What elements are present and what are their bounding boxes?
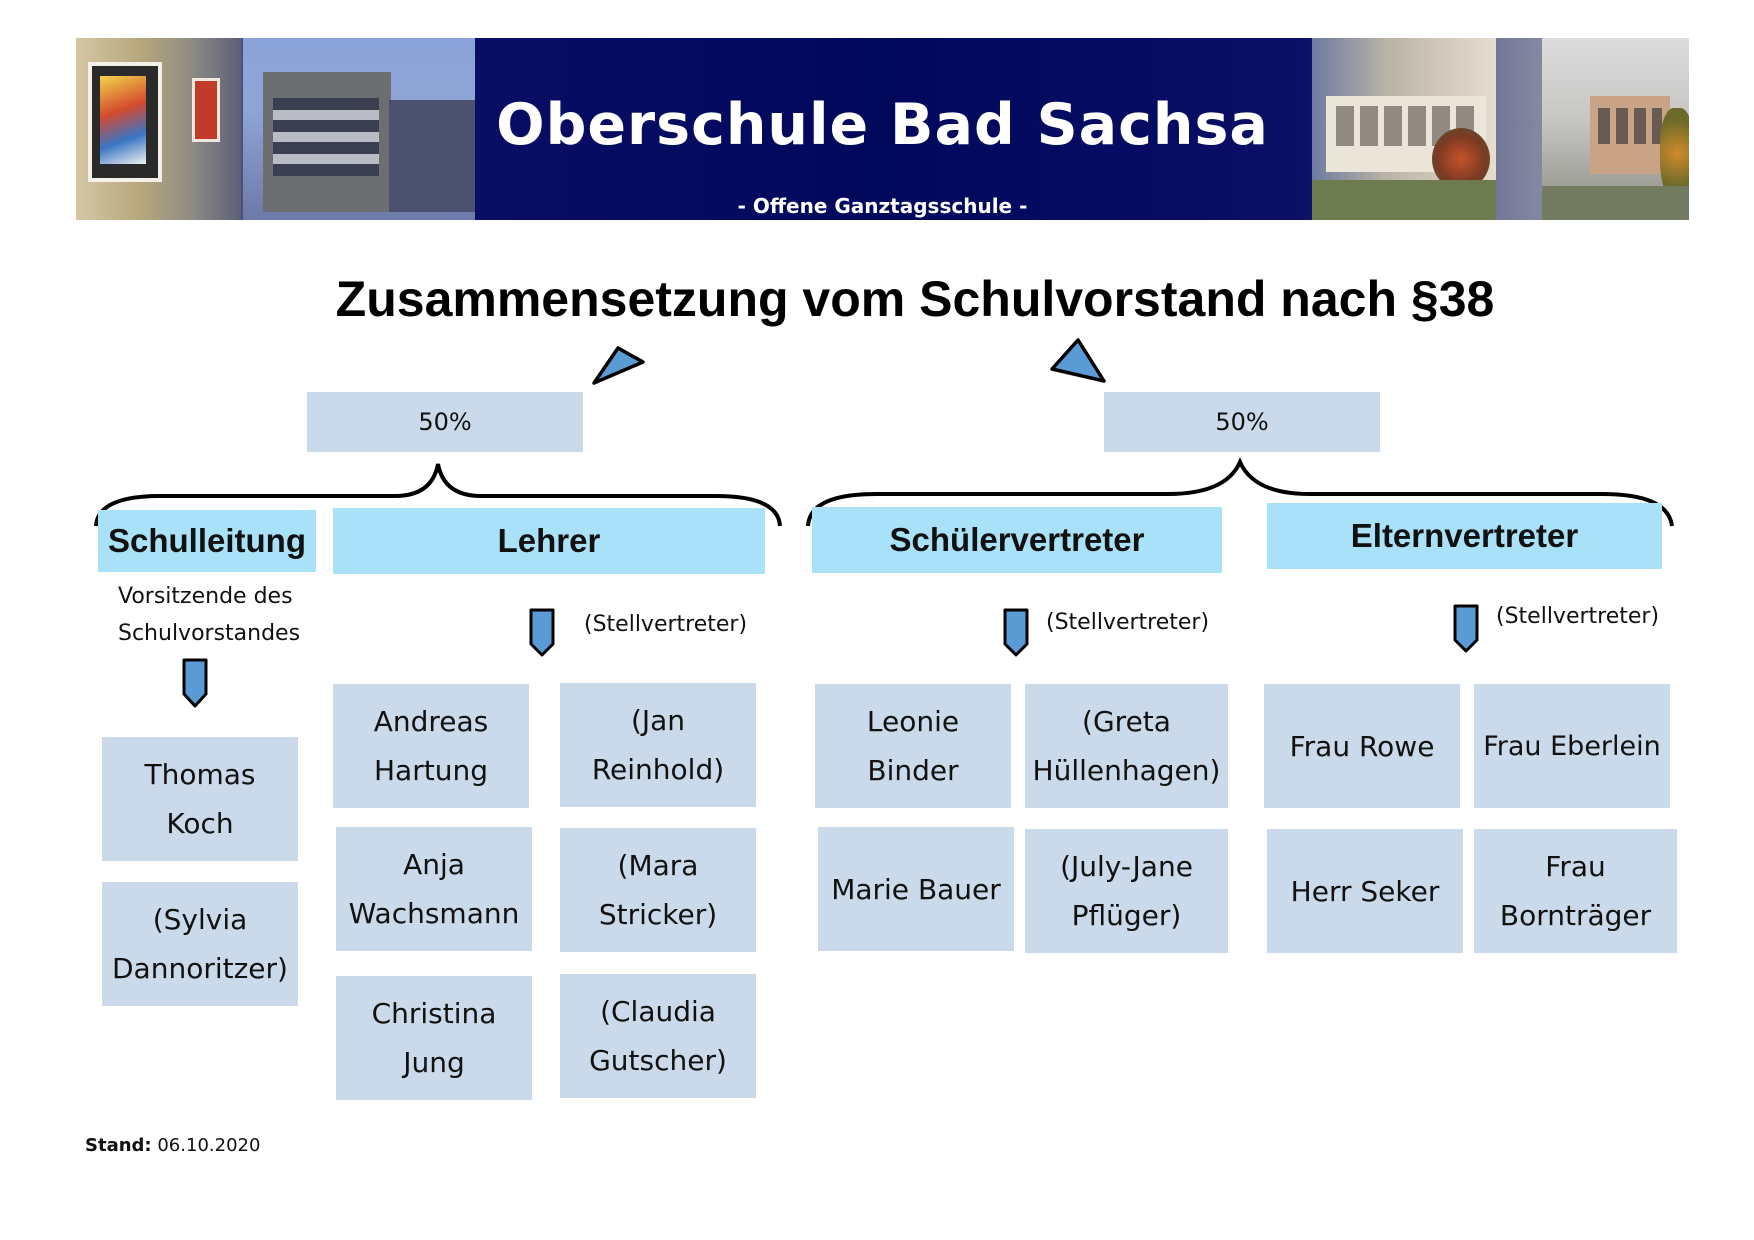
deputy-name-line: Gutscher) bbox=[589, 1044, 727, 1077]
chair-note-line2: Schulvorstandes bbox=[118, 621, 301, 646]
status-date-label: Stand: bbox=[85, 1135, 152, 1156]
deputy-name-line: Pflüger) bbox=[1071, 899, 1182, 932]
deputy-name-line: Frau Eberlein bbox=[1483, 730, 1661, 762]
deputy-name-line: Hüllenhagen) bbox=[1032, 754, 1221, 787]
banner-subtitle: - Offene Ganztagsschule - bbox=[737, 194, 1028, 218]
deputy-name-line: Frau bbox=[1545, 850, 1606, 883]
deputy-name-line: (Jan bbox=[630, 704, 686, 737]
member-box: Frau Rowe bbox=[1264, 684, 1460, 808]
deputy-label-schueler: (Stellvertreter) bbox=[1046, 610, 1210, 635]
member-box: Herr Seker bbox=[1267, 829, 1463, 953]
member-name-line: Hartung bbox=[374, 754, 488, 787]
deputy-label-lehrer: (Stellvertreter) bbox=[584, 612, 748, 637]
school-building-photo bbox=[243, 38, 475, 220]
member-name-line: Herr Seker bbox=[1290, 874, 1440, 908]
arrow-down-schueler bbox=[1003, 608, 1029, 657]
member-name-line: Frau Rowe bbox=[1289, 729, 1435, 763]
member-name-line: Andreas bbox=[373, 705, 489, 738]
status-date: Stand: 06.10.2020 bbox=[85, 1135, 260, 1156]
member-box: Marie Bauer bbox=[818, 827, 1014, 951]
header-schuelervertreter: Schülervertreter bbox=[812, 507, 1222, 573]
chair-note-line1: Vorsitzende des bbox=[118, 584, 293, 609]
building-wing bbox=[389, 100, 475, 212]
member-name-line: Jung bbox=[403, 1046, 465, 1079]
deputy-name-line: Reinhold) bbox=[591, 753, 725, 786]
member-name-line: Christina bbox=[371, 997, 497, 1030]
deputy-name-line: Bornträger bbox=[1499, 899, 1652, 932]
member-name-line: Anja bbox=[403, 848, 465, 881]
schoolyard-photo bbox=[1312, 38, 1496, 220]
member-name-line: Thomas bbox=[144, 758, 256, 791]
member-name-line: Binder bbox=[867, 754, 959, 787]
building-block bbox=[263, 72, 391, 212]
ground bbox=[1542, 186, 1689, 220]
gallery-photo bbox=[76, 38, 241, 220]
artwork-frame bbox=[88, 62, 162, 182]
status-date-value: 06.10.2020 bbox=[157, 1135, 261, 1156]
deputy-name-line: (July-Jane bbox=[1060, 850, 1193, 883]
deputy-name-line: (Mara bbox=[617, 849, 699, 882]
member-name-line: Wachsmann bbox=[348, 897, 520, 930]
deputy-name-line: Stricker) bbox=[598, 898, 718, 931]
ground bbox=[1312, 180, 1496, 220]
deputy-name-line: Dannoritzer) bbox=[112, 952, 288, 985]
deputy-name-line: (Claudia bbox=[600, 995, 716, 1028]
school-banner: Oberschule Bad Sachsa - Offene Ganztagss… bbox=[76, 38, 1689, 220]
campus-photo bbox=[1542, 38, 1689, 220]
deputy-box: Frau Eberlein bbox=[1474, 684, 1670, 808]
triangle-pointer-left bbox=[592, 346, 645, 385]
member-name-line: Leonie bbox=[866, 705, 960, 738]
page-title: Zusammensetzung vom Schulvorstand nach §… bbox=[335, 271, 1495, 327]
member-name-line: Marie Bauer bbox=[831, 872, 1001, 906]
share-box-right: 50% bbox=[1104, 392, 1380, 452]
header-elternvertreter: Elternvertreter bbox=[1267, 503, 1662, 569]
header-lehrer: Lehrer bbox=[333, 508, 765, 574]
artwork-frame bbox=[192, 78, 220, 142]
arrow-down-eltern bbox=[1453, 604, 1479, 653]
tree bbox=[1660, 108, 1689, 198]
member-name-line: Koch bbox=[166, 807, 234, 840]
banner-title: Oberschule Bad Sachsa bbox=[496, 92, 1269, 158]
building-facade bbox=[1590, 96, 1670, 174]
arrow-down-lehrer bbox=[529, 608, 555, 657]
header-schulleitung: Schulleitung bbox=[98, 510, 316, 572]
deputy-label-eltern: (Stellvertreter) bbox=[1496, 604, 1660, 629]
tree bbox=[1432, 128, 1490, 190]
deputy-name-line: (Greta bbox=[1082, 705, 1171, 738]
deputy-name-line: (Sylvia bbox=[152, 903, 248, 936]
triangle-pointer-right bbox=[1050, 338, 1106, 383]
arrow-down-schulleitung bbox=[182, 658, 208, 708]
share-box-left: 50% bbox=[307, 392, 583, 452]
